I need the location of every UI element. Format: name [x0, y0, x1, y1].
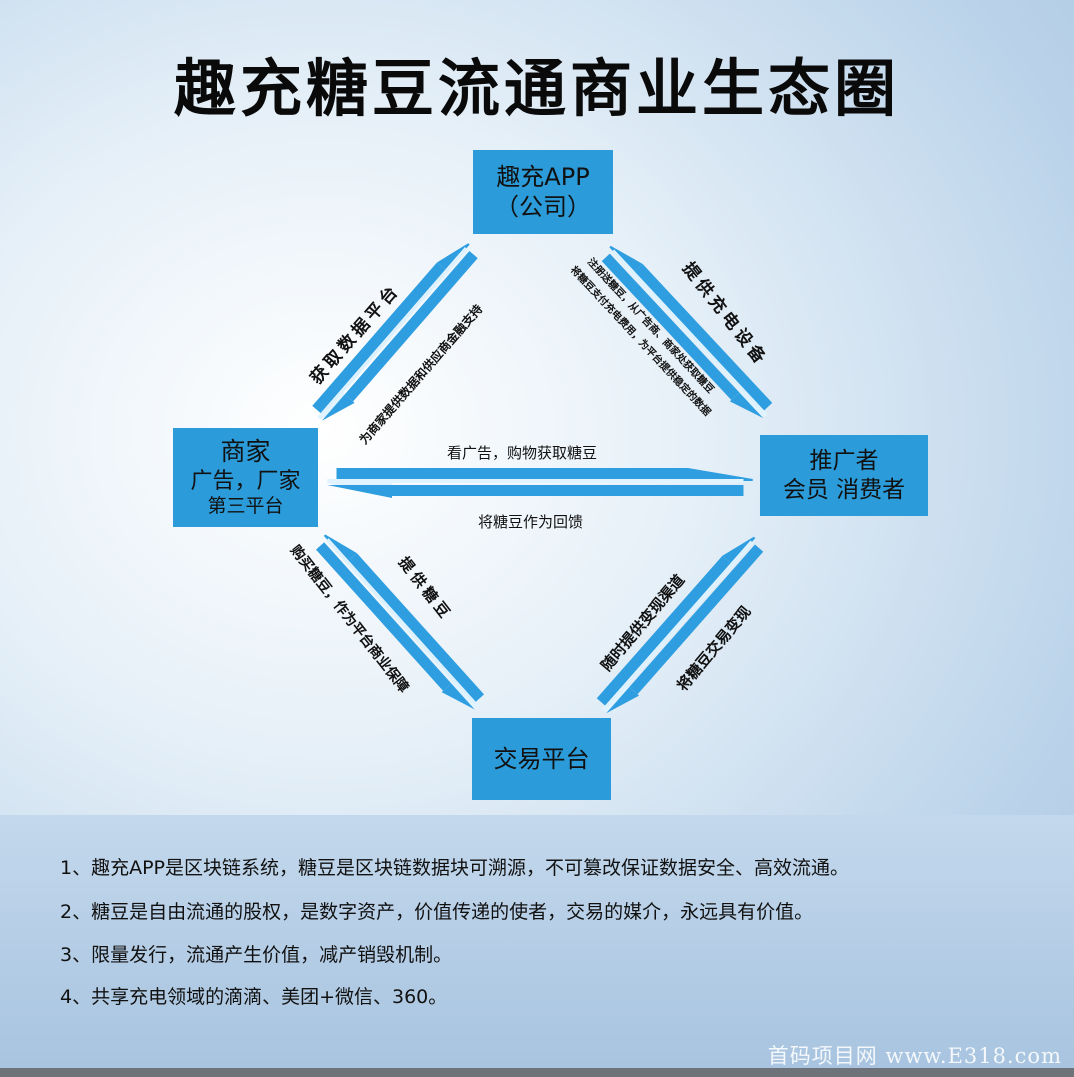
node-merchant-name: 商家	[220, 437, 271, 467]
label-reward: 将糖豆作为回馈	[478, 513, 583, 531]
node-merchant: 商家 广告，厂家 第三平台	[173, 428, 318, 527]
note-3: 3、限量发行，流通产生价值，减产销毁机制。	[60, 944, 453, 966]
watermark: 首码项目网 www.E318.com	[767, 1044, 1062, 1068]
label-watch-ads: 看广告，购物获取糖豆	[447, 444, 597, 462]
note-2: 2、糖豆是自由流通的股权，是数字资产，价值传递的使者，交易的媒介，永远具有价值。	[60, 901, 814, 923]
node-app: 趣充APP （公司）	[473, 150, 613, 234]
node-app-sub: （公司）	[495, 193, 591, 221]
node-merchant-sub1: 广告，厂家	[190, 468, 301, 494]
node-promoter-name: 推广者	[809, 447, 879, 474]
node-promoter-sub: 会员 消费者	[782, 476, 906, 503]
node-merchant-sub2: 第三平台	[207, 495, 284, 517]
notes-panel	[0, 815, 1074, 1068]
note-4: 4、共享充电领域的滴滴、美团+微信、360。	[60, 986, 448, 1008]
node-app-name: 趣充APP	[496, 163, 590, 191]
node-promoter: 推广者 会员 消费者	[760, 435, 928, 516]
footer-bar	[0, 1068, 1074, 1077]
note-1: 1、趣充APP是区块链系统，糖豆是区块链数据块可溯源，不可篡改保证数据安全、高效…	[60, 857, 850, 879]
page-title: 趣充糖豆流通商业生态圈	[173, 52, 900, 125]
node-exchange-name: 交易平台	[493, 745, 590, 773]
arrow-merchant-promoter	[327, 468, 753, 498]
node-exchange: 交易平台	[472, 718, 611, 800]
